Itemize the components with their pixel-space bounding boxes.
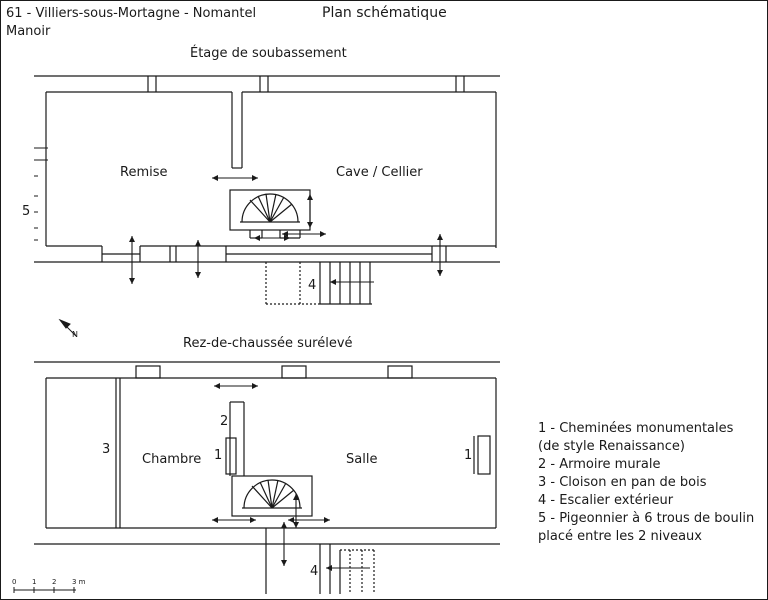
marker-2: 2: [220, 414, 229, 429]
arrow-heads: [129, 175, 443, 571]
scale-label-1: 1: [32, 578, 37, 586]
lower-exterior-stair: [265, 262, 372, 305]
lower-level-walls: [34, 75, 500, 263]
marker-1-right: 1: [464, 448, 473, 463]
north-label: N: [72, 330, 78, 339]
upper-level-walls: [34, 361, 500, 545]
scale-label-0: 0: [12, 578, 17, 586]
marker-4-lower: 4: [308, 278, 317, 293]
lower-level-title: Étage de soubassement: [190, 46, 347, 61]
legend-item: 2 - Armoire murale: [538, 457, 661, 472]
legend-item: 1 - Cheminées monumentales: [538, 421, 734, 436]
plan-title: Plan schématique: [322, 5, 447, 21]
upper-exterior-stair: [265, 528, 376, 594]
legend-item: 4 - Escalier extérieur: [538, 493, 674, 508]
north-arrow-icon: [58, 318, 77, 337]
room-label-chambre: Chambre: [142, 452, 202, 467]
building-label: Manoir: [6, 24, 51, 39]
lower-spiral-staircase: [229, 189, 311, 239]
legend-item: 5 - Pigeonnier à 6 trous de boulin: [538, 511, 755, 526]
upper-spiral-staircase: [231, 475, 313, 517]
pigeon-holes: [34, 147, 48, 241]
room-label-remise: Remise: [120, 165, 168, 180]
scale-label-3: 3 m: [72, 578, 86, 586]
marker-5: 5: [22, 204, 31, 219]
legend-item: 3 - Cloison en pan de bois: [538, 475, 707, 490]
marker-3: 3: [102, 442, 111, 457]
room-label-cave-cellier: Cave / Cellier: [336, 165, 423, 180]
room-label-salle: Salle: [346, 452, 378, 467]
location-label: 61 - Villiers-sous-Mortagne - Nomantel: [6, 6, 257, 21]
marker-1-left: 1: [214, 448, 223, 463]
upper-level-title: Rez-de-chaussée surélevé: [183, 336, 353, 351]
legend-item: placé entre les 2 niveaux: [538, 529, 702, 544]
scale-bar: [13, 587, 76, 593]
legend-item: (de style Renaissance): [538, 439, 685, 454]
scale-label-2: 2: [52, 578, 57, 586]
legend: 1 - Cheminées monumentales (de style Ren…: [538, 420, 754, 546]
marker-4-upper: 4: [310, 564, 319, 579]
